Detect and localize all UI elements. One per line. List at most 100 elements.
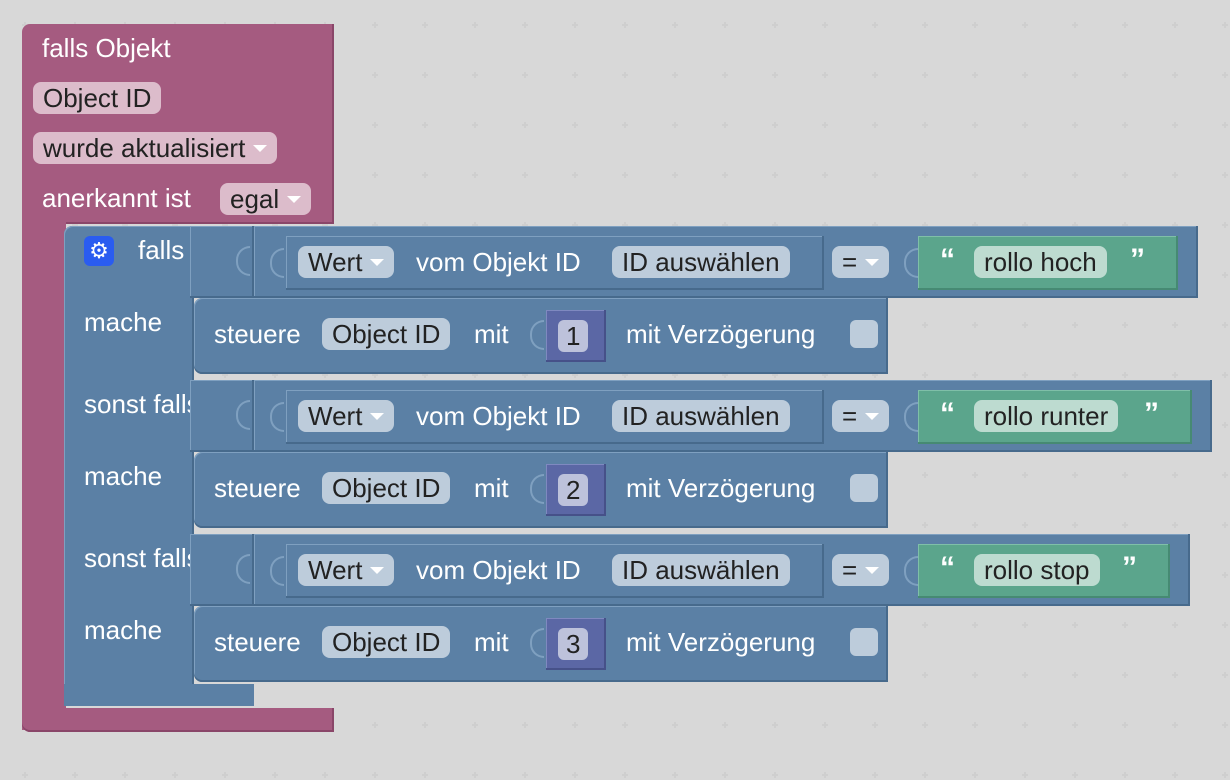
grid-mark — [472, 222, 478, 228]
grid-mark — [822, 72, 828, 78]
grid-mark — [1222, 572, 1228, 578]
grid-mark — [922, 122, 928, 128]
grid-mark — [672, 772, 678, 778]
open-quote-icon: “ — [940, 551, 955, 584]
grid-mark — [1022, 322, 1028, 328]
delay-checkbox[interactable] — [850, 320, 878, 348]
control-label: steuere — [214, 319, 301, 349]
delay-label: mit Verzögerung — [626, 319, 816, 349]
grid-mark — [1222, 272, 1228, 278]
gear-icon[interactable]: ⚙ — [84, 236, 114, 266]
do-3-label: mache — [84, 615, 163, 645]
grid-mark — [1222, 722, 1228, 728]
operator-dropdown[interactable]: = — [832, 246, 890, 278]
grid-mark — [1172, 22, 1178, 28]
grid-mark — [822, 772, 828, 778]
grid-mark — [1122, 22, 1128, 28]
grid-mark — [672, 222, 678, 228]
grid-mark — [1072, 472, 1078, 478]
text-value[interactable]: rollo stop — [974, 554, 1100, 586]
operator-dropdown[interactable]: = — [832, 554, 890, 586]
close-quote-icon: ” — [1144, 397, 1159, 430]
grid-mark — [872, 372, 878, 378]
grid-mark — [1022, 172, 1028, 178]
trigger-dropdown[interactable]: wurde aktualisiert — [33, 132, 278, 164]
grid-mark — [972, 222, 978, 228]
grid-mark — [722, 772, 728, 778]
grid-mark — [672, 122, 678, 128]
grid-mark — [422, 722, 428, 728]
grid-mark — [722, 22, 728, 28]
grid-mark — [1222, 472, 1228, 478]
grid-mark — [1072, 222, 1078, 228]
value-dropdown[interactable]: Wert — [298, 400, 395, 432]
chevron-down-icon — [370, 412, 385, 420]
delay-checkbox[interactable] — [850, 474, 878, 502]
grid-mark — [622, 122, 628, 128]
grid-mark — [272, 222, 278, 228]
action-object-field[interactable]: Object ID — [322, 626, 451, 658]
grid-mark — [1172, 772, 1178, 778]
grid-mark — [822, 222, 828, 228]
grid-mark — [672, 72, 678, 78]
operator-dropdown[interactable]: = — [832, 400, 890, 432]
grid-mark — [822, 372, 828, 378]
number-value[interactable]: 3 — [558, 628, 589, 660]
number-value[interactable]: 1 — [558, 320, 589, 352]
grid-mark — [322, 772, 328, 778]
grid-mark — [1072, 372, 1078, 378]
grid-mark — [1222, 72, 1228, 78]
grid-mark — [372, 722, 378, 728]
grid-mark — [1072, 72, 1078, 78]
id-select-field[interactable]: ID auswählen — [612, 246, 790, 278]
action-object-field[interactable]: Object ID — [322, 472, 451, 504]
grid-mark — [872, 122, 878, 128]
grid-mark — [1172, 522, 1178, 528]
grid-mark — [122, 772, 128, 778]
branch-2-label: sonst falls — [84, 389, 200, 419]
from-object-label: vom Objekt ID — [416, 401, 581, 431]
grid-mark — [1122, 122, 1128, 128]
grid-mark — [422, 372, 428, 378]
grid-mark — [1222, 122, 1228, 128]
grid-mark — [1122, 722, 1128, 728]
grid-mark — [72, 222, 78, 228]
grid-mark — [922, 722, 928, 728]
value-dropdown[interactable]: Wert — [298, 554, 395, 586]
grid-mark — [1172, 722, 1178, 728]
grid-mark — [772, 772, 778, 778]
trigger-value: wurde aktualisiert — [43, 133, 246, 163]
grid-mark — [972, 372, 978, 378]
grid-mark — [372, 72, 378, 78]
grid-mark — [772, 122, 778, 128]
grid-mark — [1072, 522, 1078, 528]
grid-mark — [622, 222, 628, 228]
grid-mark — [472, 72, 478, 78]
branch-1-label: falls — [138, 235, 185, 265]
grid-mark — [372, 122, 378, 128]
grid-mark — [872, 72, 878, 78]
text-value[interactable]: rollo runter — [974, 400, 1119, 432]
grid-mark — [822, 722, 828, 728]
id-select-field[interactable]: ID auswählen — [612, 400, 790, 432]
grid-mark — [472, 22, 478, 28]
ack-dropdown[interactable]: egal — [220, 183, 312, 215]
text-value[interactable]: rollo hoch — [974, 246, 1107, 278]
grid-mark — [422, 72, 428, 78]
number-value[interactable]: 2 — [558, 474, 589, 506]
grid-mark — [622, 772, 628, 778]
object-id-field[interactable]: Object ID — [33, 82, 162, 114]
action-object-field[interactable]: Object ID — [322, 318, 451, 350]
id-select-field[interactable]: ID auswählen — [612, 554, 790, 586]
grid-mark — [972, 622, 978, 628]
grid-mark — [322, 222, 328, 228]
grid-mark — [772, 372, 778, 378]
grid-mark — [572, 722, 578, 728]
value-dropdown[interactable]: Wert — [298, 246, 395, 278]
delay-label: mit Verzögerung — [626, 627, 816, 657]
delay-checkbox[interactable] — [850, 628, 878, 656]
delay-label: mit Verzögerung — [626, 473, 816, 503]
grid-mark — [1122, 372, 1128, 378]
open-quote-icon: “ — [940, 243, 955, 276]
grid-mark — [1022, 722, 1028, 728]
